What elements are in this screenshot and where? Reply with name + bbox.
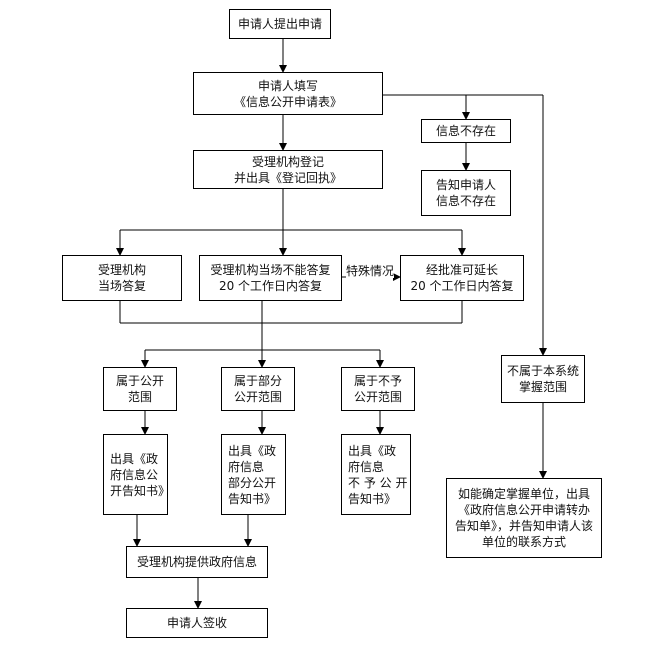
answer-within-20-days-box: 受理机构当场不能答复 20 个工作日内答复: [199, 255, 342, 301]
no-open-notice-box: 出具《政 府信息 不 予 公 开 告知书》: [341, 434, 411, 515]
extended-box: 经批准可延长 20 个工作日内答复: [400, 255, 524, 301]
special-case-label: 特殊情况: [346, 264, 395, 278]
fill-form-box: 申请人填写 《信息公开申请表》: [193, 72, 383, 115]
submit-application-box: 申请人提出申请: [229, 9, 331, 39]
register-box: 受理机构登记 并出具《登记回执》: [193, 150, 383, 189]
sign-receipt-box: 申请人签收: [126, 608, 268, 638]
answer-on-spot-box: 受理机构 当场答复: [62, 255, 182, 301]
no-open-scope-box: 属于不予 公开范围: [341, 367, 415, 411]
open-scope-box: 属于公开 范围: [103, 367, 177, 411]
partial-open-scope-box: 属于部分 公开范围: [221, 367, 295, 411]
partial-notice-box: 出具《政 府信息 部分公开 告知书》: [221, 434, 286, 515]
provide-info-box: 受理机构提供政府信息: [126, 546, 268, 578]
not-exist-box: 信息不存在: [421, 119, 511, 143]
open-notice-box: 出具《政 府信息公 开告知书》: [103, 434, 170, 515]
out-of-scope-box: 不属于本系统 掌握范围: [501, 355, 585, 403]
notify-not-exist-box: 告知申请人 信息不存在: [421, 170, 511, 216]
transfer-notice-box: 如能确定掌握单位，出具 《政府信息公开申请转办 告知单》，并告知申请人该 单位的…: [446, 478, 602, 558]
